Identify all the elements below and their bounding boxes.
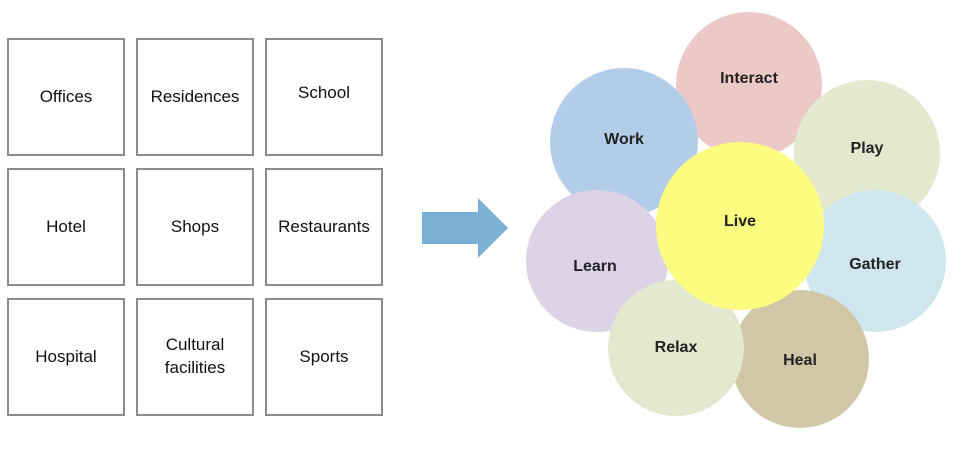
grid-label: Restaurants [278, 216, 370, 236]
circle-label-relax: Relax [654, 339, 698, 356]
circle-label-play: Play [850, 140, 884, 157]
grid-cell-sports: Sports [265, 298, 383, 416]
grid-label: School [298, 82, 350, 102]
grid-label: Offices [39, 86, 93, 106]
grid-cell-shops: Shops [136, 168, 254, 286]
grid-label: Residences [150, 86, 240, 106]
circle-label-learn: Learn [573, 258, 617, 275]
circle-label-live: Live [723, 213, 756, 230]
grid-label: Cultural facilities [164, 335, 226, 377]
grid-cell-school: School [265, 38, 383, 156]
grid-cell-restaurants: Restaurants [265, 168, 383, 286]
right-arrow-icon [422, 198, 508, 258]
circle-live: Live [656, 142, 824, 310]
circle-label-gather: Gather [849, 256, 901, 273]
grid-label: Sports [299, 346, 349, 366]
circle-heal: Heal [731, 290, 869, 428]
grid-cell-hospital: Hospital [7, 298, 125, 416]
grid-cell-cultural-facilities: Cultural facilities [136, 298, 254, 416]
grid-label: Shops [170, 216, 220, 236]
grid-label: Hotel [46, 216, 86, 236]
grid-cell-hotel: Hotel [7, 168, 125, 286]
circle-label-interact: Interact [720, 70, 778, 87]
circle-label-work: Work [604, 131, 644, 148]
grid-label: Hospital [35, 346, 97, 366]
grid-cell-offices: Offices [7, 38, 125, 156]
grid-cell-residences: Residences [136, 38, 254, 156]
circle-label-heal: Heal [783, 352, 817, 369]
